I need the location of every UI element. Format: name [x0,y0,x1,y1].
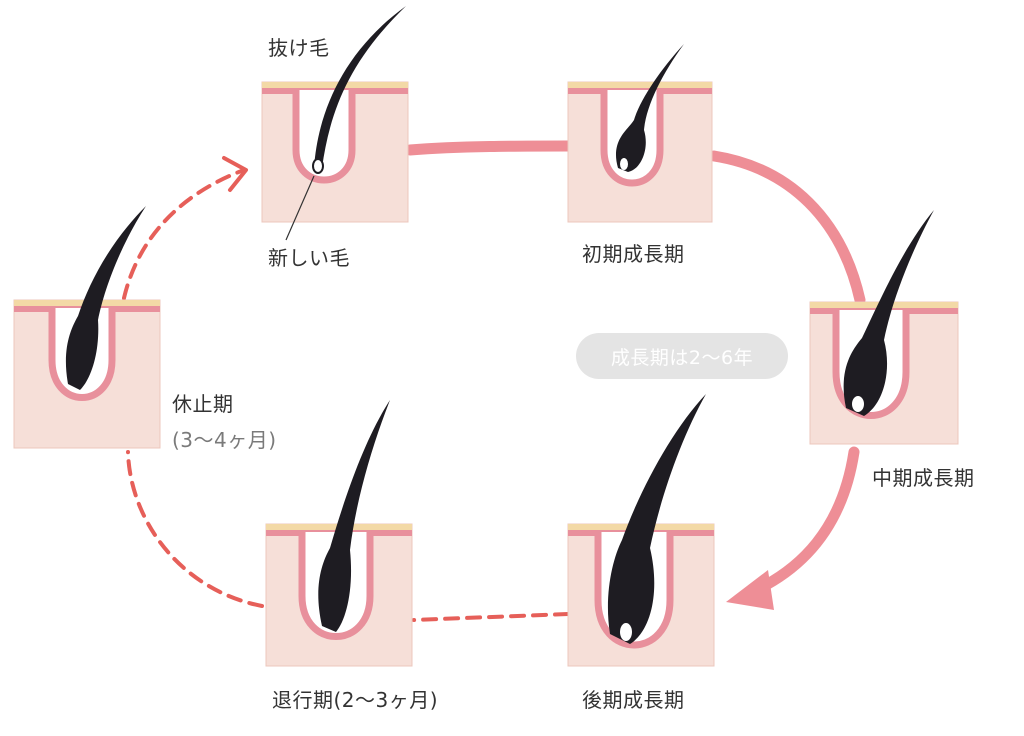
old-hair [314,6,406,168]
label-resting: 休止期 [172,392,234,416]
label-mid-growth: 中期成長期 [872,466,975,490]
arrow-early-to-mid [708,150,866,306]
stage-resting-illustration [13,206,161,449]
resting-arrows [122,156,570,622]
arrow-late-to-regression [412,612,570,622]
label-early-growth: 初期成長期 [582,242,685,266]
stage-shedding-illustration [261,6,409,241]
growth-duration-badge: 成長期は2〜6年 [576,333,788,379]
stage-mid-growth-illustration [809,210,959,445]
arrow-shedding-to-early [404,140,574,156]
arrow-head-shedding [222,156,248,192]
arrow-regression-to-resting [126,450,264,608]
arrow-resting-to-shedding [122,168,246,300]
growth-duration-text: 成長期は2〜6年 [610,346,754,369]
label-late-growth: 後期成長期 [582,688,685,712]
stage-regression-illustration [265,400,413,667]
new-hair-leader-line [285,175,315,241]
growth-arrows [404,140,866,610]
label-shedding-hair: 抜け毛 [268,36,330,60]
arrow-head-late [726,570,774,610]
stage-early-growth-illustration [567,44,713,223]
label-new-hair: 新しい毛 [268,246,350,270]
stage-late-growth-illustration [567,394,715,667]
label-resting-duration: (3〜4ヶ月) [172,428,277,452]
label-regression: 退行期(2〜3ヶ月) [272,688,439,712]
